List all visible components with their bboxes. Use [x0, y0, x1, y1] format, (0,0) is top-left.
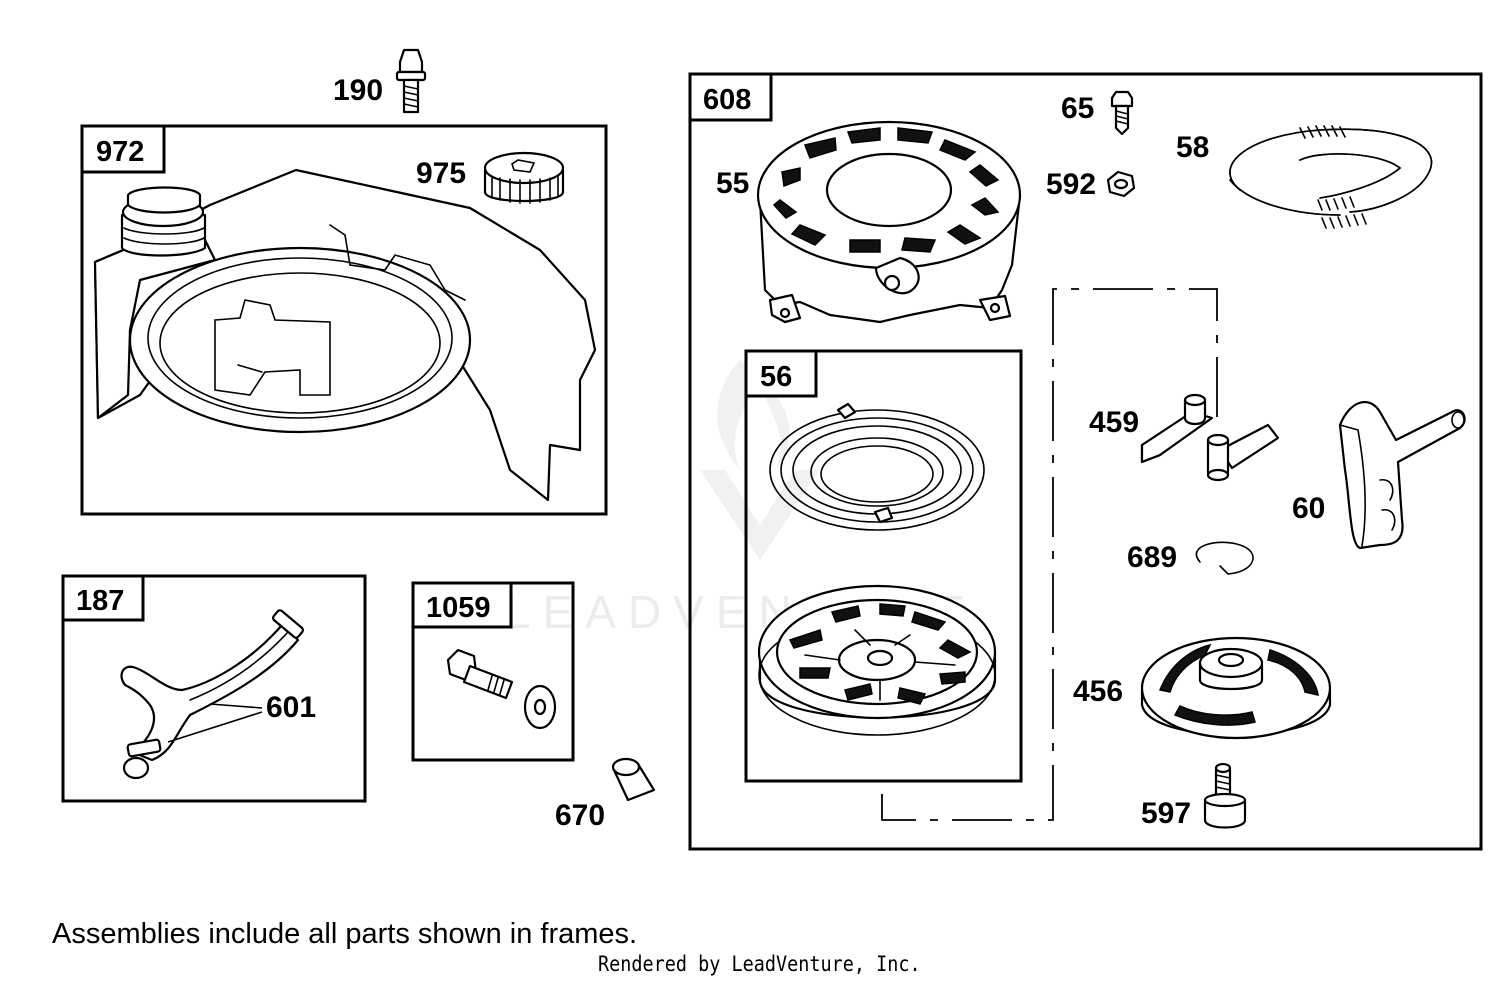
callout-65-label: 65	[1061, 92, 1094, 125]
frame-1059-label: 1059	[426, 592, 491, 624]
fuel-cap-975	[483, 151, 565, 204]
callout-60[interactable]: 60	[1292, 401, 1466, 550]
starter-handle-60	[1338, 401, 1466, 550]
bolt-190	[395, 48, 427, 114]
ratchet-456	[1140, 636, 1332, 740]
callout-65[interactable]: 65	[1061, 90, 1134, 136]
retainer-ring-689	[1195, 541, 1254, 575]
callout-190-label: 190	[333, 74, 383, 107]
callout-597[interactable]: 597	[1141, 762, 1247, 830]
callout-55[interactable]: 55	[716, 120, 1022, 324]
footnote: Assemblies include all parts shown in fr…	[52, 918, 638, 950]
callout-592-label: 592	[1046, 168, 1096, 201]
pawl-459	[1140, 393, 1280, 482]
blower-housing-fuel-tank[interactable]	[93, 168, 597, 502]
callout-58-label: 58	[1176, 131, 1209, 164]
callout-601-label: 601	[266, 691, 316, 724]
callout-689[interactable]: 689	[1127, 541, 1254, 575]
frame-972[interactable]: 972	[80, 124, 608, 516]
frame-608[interactable]: 608	[688, 72, 1483, 851]
bolt-and-washer-1059[interactable]	[446, 648, 557, 730]
callout-592[interactable]: 592	[1046, 168, 1136, 201]
ratchet-screw-597	[1203, 762, 1247, 829]
callout-60-label: 60	[1292, 492, 1325, 525]
callout-601[interactable]: 601	[266, 691, 316, 724]
frame-1059[interactable]: 1059	[411, 581, 575, 762]
nut-592	[1106, 170, 1136, 198]
starter-pulley[interactable]	[757, 584, 997, 736]
assembly-connector-lines	[881, 288, 1218, 821]
callout-689-label: 689	[1127, 541, 1177, 574]
frame-972-label: 972	[96, 136, 144, 168]
callout-55-label: 55	[716, 167, 749, 200]
fuel-hose-assembly[interactable]	[120, 609, 305, 780]
frame-187-label: 187	[76, 585, 124, 617]
rewind-spring[interactable]	[769, 402, 985, 531]
callout-975-label: 975	[416, 157, 466, 190]
callout-190[interactable]: 190	[333, 48, 427, 114]
callout-670-label: 670	[555, 799, 605, 832]
spacer-670	[611, 757, 656, 802]
starter-housing-55	[756, 120, 1022, 324]
callout-670[interactable]: 670	[555, 757, 656, 832]
callout-459[interactable]: 459	[1089, 393, 1280, 482]
callout-456[interactable]: 456	[1073, 636, 1332, 740]
frame-56-label: 56	[760, 361, 792, 393]
render-credit: Rendered by LeadVenture, Inc.	[598, 952, 921, 976]
callout-456-label: 456	[1073, 675, 1123, 708]
frame-608-label: 608	[703, 84, 751, 116]
callout-975[interactable]: 975	[416, 151, 565, 204]
callout-597-label: 597	[1141, 797, 1191, 830]
starter-rope-58	[1229, 125, 1433, 229]
screw-65	[1110, 90, 1134, 136]
frame-56[interactable]: 56	[744, 349, 1023, 783]
callout-58[interactable]: 58	[1176, 125, 1433, 229]
callout-459-label: 459	[1089, 406, 1139, 439]
frame-187[interactable]: 187	[61, 574, 367, 803]
